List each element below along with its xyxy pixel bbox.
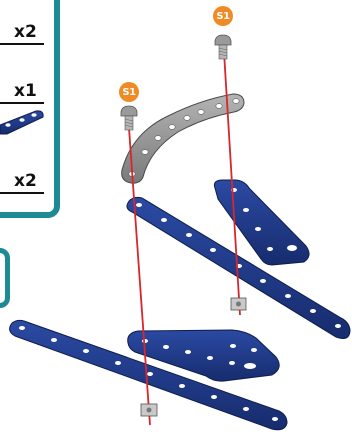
long-strip-lower xyxy=(9,319,288,431)
guide-line-right xyxy=(223,51,241,316)
guide-line-left xyxy=(128,127,151,426)
screw-right xyxy=(214,34,232,60)
quantity-label-2: x1 xyxy=(14,81,37,101)
step-badge-left: S1 xyxy=(119,82,139,102)
screw-left xyxy=(120,105,138,131)
step-badge-right: S1 xyxy=(213,6,233,26)
quantity-label-1: x2 xyxy=(14,22,37,42)
guide-lines xyxy=(128,51,241,426)
wide-plate-lower xyxy=(127,329,280,382)
panel-strip-icon xyxy=(0,110,44,135)
quantity-underline-3 xyxy=(0,192,44,194)
quantity-label-3: x2 xyxy=(14,171,37,191)
parts-list-panel-secondary xyxy=(0,248,10,308)
quantity-underline-1 xyxy=(0,43,44,45)
nut-left xyxy=(140,403,158,417)
quantity-underline-2 xyxy=(0,102,44,104)
nut-right xyxy=(230,297,247,311)
curved-gray-part xyxy=(121,93,245,184)
parts-list-panel xyxy=(0,0,60,218)
long-strip-upper xyxy=(126,196,351,339)
